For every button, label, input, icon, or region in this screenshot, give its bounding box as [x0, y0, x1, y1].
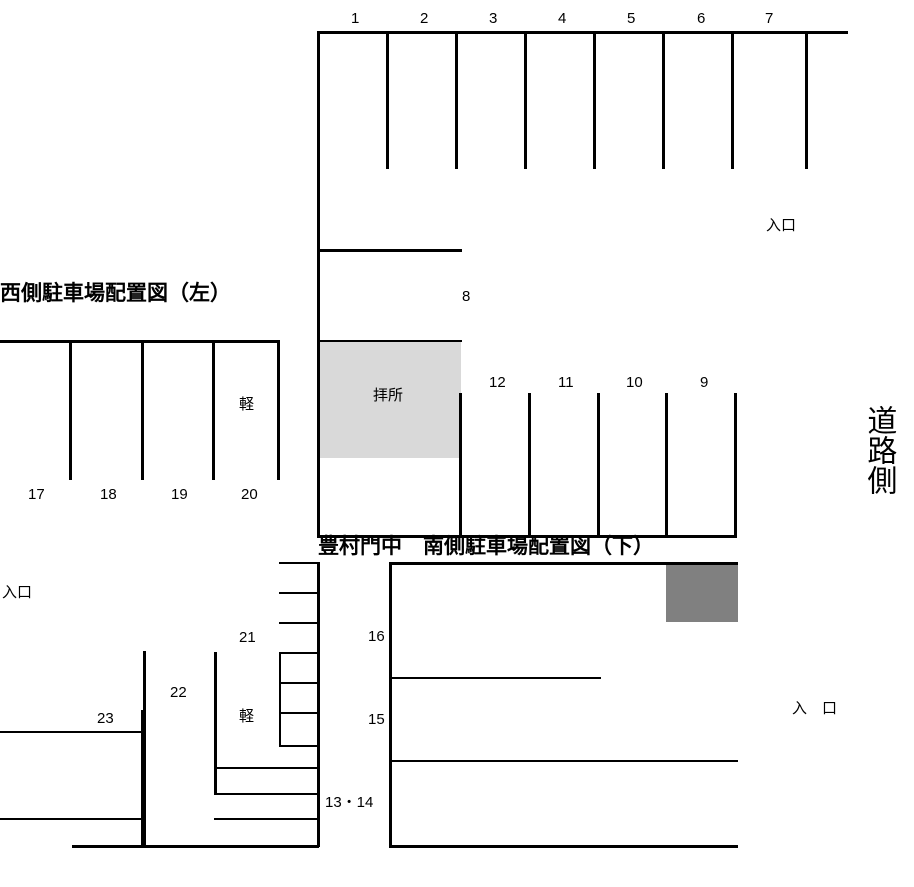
stair-rung-8: [214, 767, 319, 769]
stall-23-bottom-edge: [0, 818, 143, 820]
west-stall-divider-0: [69, 340, 72, 480]
stall-divider-2: [455, 31, 458, 169]
south-lot-left-wall: [389, 562, 392, 847]
stair-rung-2: [279, 592, 319, 594]
stall-number-7: 7: [765, 10, 774, 27]
west-lot-entrance-label: 入口: [2, 584, 33, 601]
west-stall-divider-3: [277, 340, 280, 480]
stall-divider-1: [386, 31, 389, 169]
stall-number-1: 1: [351, 10, 360, 27]
stall-number-20: 20: [241, 486, 258, 503]
stair-rung-6: [279, 712, 319, 714]
south-lot-entrance-label: 入 口: [792, 700, 838, 717]
stall-number-9: 9: [700, 374, 709, 391]
stall-number-5: 5: [627, 10, 636, 27]
stall-number-19: 19: [171, 486, 188, 503]
stall-number-16: 16: [368, 628, 385, 645]
lower-stall-divider-3: [734, 393, 737, 538]
stall-15-bottom-edge: [389, 760, 738, 762]
stair-box-left-wall: [279, 652, 281, 747]
west-stall-divider-2: [212, 340, 215, 480]
stall-number-2: 2: [420, 10, 429, 27]
worship-hall-label: 拝所: [373, 387, 404, 404]
stair-rung-4: [279, 652, 319, 654]
stall-divider-7: [805, 31, 808, 169]
south-lot-title: 豊村門中 南側駐車場配置図（下）: [318, 535, 654, 558]
stall-number-17: 17: [28, 486, 45, 503]
stall-8-top-edge: [317, 249, 462, 252]
stall-number-15: 15: [368, 711, 385, 728]
south-lot-bottom-boundary: [389, 845, 738, 848]
stall-divider-4: [593, 31, 596, 169]
stair-spine-right: [317, 562, 320, 847]
stair-rung-9: [214, 793, 319, 795]
north-lot-entrance-label: 入口: [766, 217, 797, 234]
stall-23-top-edge: [0, 731, 143, 733]
roadside-label: 道路側: [862, 405, 896, 495]
worship-hall-box: [318, 341, 461, 458]
west-kei-label-lower: 軽: [239, 708, 255, 725]
lower-stall-divider-1: [597, 393, 600, 538]
stall-number-23: 23: [97, 710, 114, 727]
lower-stall-divider-0: [528, 393, 531, 538]
west-lot-bottom-boundary: [72, 845, 319, 848]
stall-number-22: 22: [170, 684, 187, 701]
stair-rung-7: [279, 745, 319, 747]
west-lot-top-boundary: [0, 340, 280, 343]
stall-number-13-14: 13・14: [325, 794, 374, 811]
stall-divider-3: [524, 31, 527, 169]
stall-divider-5: [662, 31, 665, 169]
stall-22-left-wall: [143, 651, 146, 847]
stall-16-bottom-edge: [389, 677, 601, 679]
stall-number-10: 10: [626, 374, 643, 391]
stall-21-left-wall: [214, 652, 217, 795]
stair-rung-1: [279, 562, 319, 564]
north-lot-top-boundary: [317, 31, 848, 34]
stair-rung-5: [279, 682, 319, 684]
stall-number-3: 3: [489, 10, 498, 27]
lower-stall-divider-2: [665, 393, 668, 538]
stall-number-4: 4: [558, 10, 567, 27]
stall-number-11: 11: [558, 374, 574, 391]
stall-number-21: 21: [239, 629, 256, 646]
south-lot-building-box: [666, 565, 738, 622]
stall-divider-6: [731, 31, 734, 169]
stall-number-18: 18: [100, 486, 117, 503]
stall-divider-0: [317, 31, 320, 281]
stall-number-8: 8: [462, 288, 471, 305]
west-lot-title: 西側駐車場配置図（左）: [0, 282, 231, 305]
north-lot-left-wall-lower: [317, 340, 320, 538]
stall-8-left-edge: [317, 249, 320, 344]
worship-hall-right-wall: [459, 393, 462, 538]
north-lot-bottom-boundary: [317, 535, 737, 538]
west-kei-label-upper: 軽: [239, 396, 255, 413]
stall-number-6: 6: [697, 10, 706, 27]
stall-number-12: 12: [489, 374, 506, 391]
south-lot-top-boundary: [389, 562, 738, 565]
stair-rung-3: [279, 622, 319, 624]
west-stall-divider-1: [141, 340, 144, 480]
stall-23-right-wall: [141, 710, 143, 847]
stair-rung-10: [214, 818, 319, 820]
worship-hall-top-edge: [317, 340, 462, 342]
